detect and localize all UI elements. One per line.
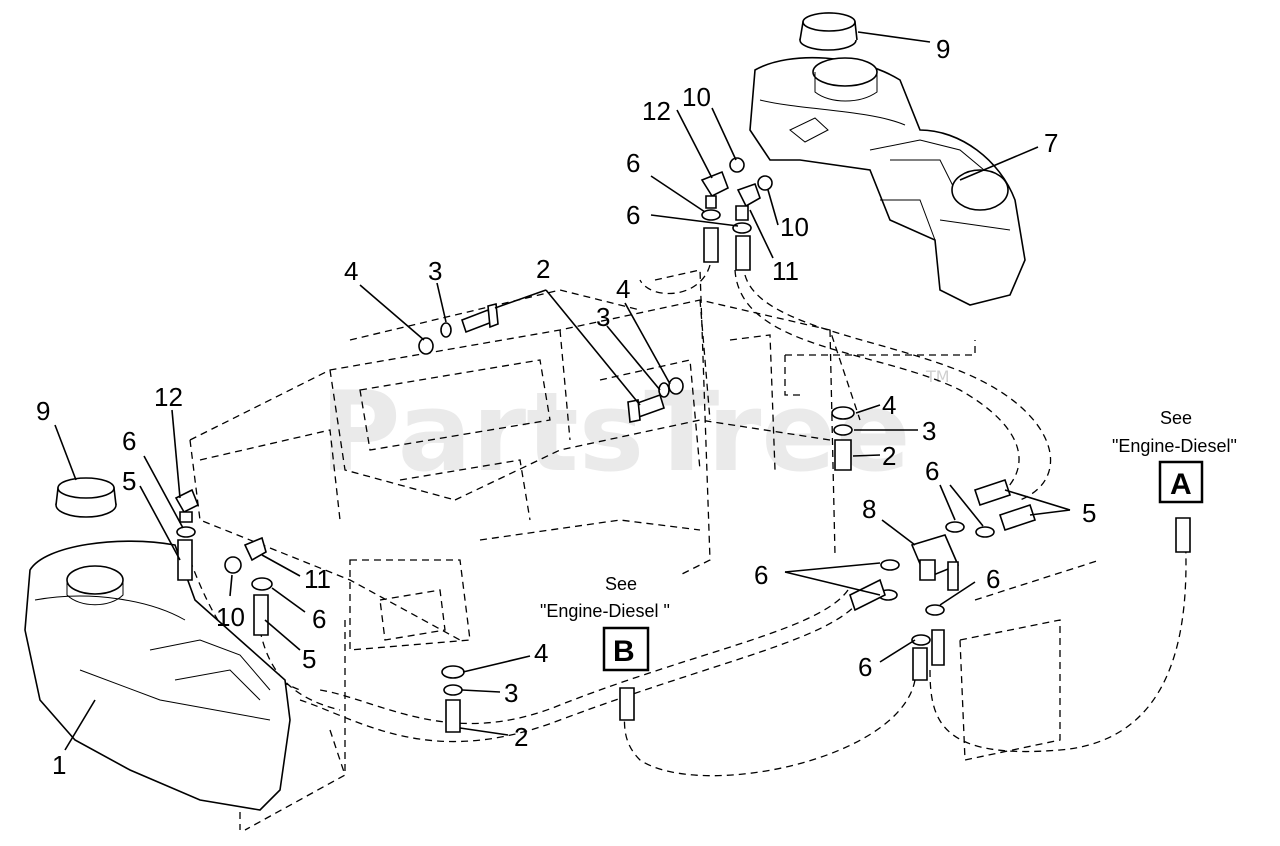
callout-2-lower-bolt: 2 — [514, 722, 528, 752]
callout-6-right-upper-clamp: 6 — [626, 148, 640, 178]
fittings-left-tank — [174, 488, 273, 636]
fuel-tank-left — [24, 540, 291, 811]
callout-10-left-washer: 10 — [216, 602, 245, 632]
callout-12-right-elbow: 12 — [642, 96, 671, 126]
callout-4-upper-washer: 4 — [344, 256, 358, 286]
fuel-cap-left — [55, 477, 117, 518]
callout-9-right-cap: 9 — [936, 34, 950, 64]
engine-connection-a — [1175, 517, 1191, 553]
reference-a-see: See — [1160, 408, 1192, 428]
reference-b-letter: B — [613, 635, 635, 668]
reference-a: See "Engine-Diesel" A — [1112, 408, 1237, 504]
callout-6-left-lower-clamp: 6 — [312, 604, 326, 634]
callout-3-lower-washer: 3 — [504, 678, 518, 708]
reference-b-see: See — [605, 574, 637, 594]
callout-8-tee-fitting: 8 — [862, 494, 876, 524]
fuel-cap-right — [799, 12, 858, 51]
tee-fitting-assembly — [849, 478, 1037, 681]
reference-b-target: "Engine-Diesel " — [540, 601, 670, 621]
callout-4-lower-washer: 4 — [534, 638, 548, 668]
callout-6-tee-left-clamps: 6 — [754, 560, 768, 590]
fuel-lines — [189, 264, 1187, 777]
callout-3-upper-washer: 3 — [428, 256, 442, 286]
callout-10-right-lower-washer: 10 — [780, 212, 809, 242]
callout-9-left-cap: 9 — [36, 396, 50, 426]
callout-5-left-upper-hose: 5 — [122, 466, 136, 496]
leader-lines — [54, 31, 1071, 751]
callout-6-left-upper-clamp: 6 — [122, 426, 136, 456]
callout-2-upper-bolt: 2 — [536, 254, 550, 284]
callout-3-middle-washer: 3 — [596, 302, 610, 332]
chassis-frame — [189, 269, 1101, 831]
callout-5-left-lower-hose: 5 — [302, 644, 316, 674]
callout-12-left-elbow: 12 — [154, 382, 183, 412]
callout-6-tee-upper-clamp: 6 — [925, 456, 939, 486]
callout-5-tee-hoses: 5 — [1082, 498, 1096, 528]
callout-11-right-elbow: 11 — [772, 256, 799, 286]
reference-a-box — [1158, 460, 1204, 504]
callout-6-tee-lower-clamp: 6 — [858, 652, 872, 682]
hardware-stack-lower — [441, 665, 465, 733]
callout-10-right-upper-washer: 10 — [682, 82, 711, 112]
watermark-trademark: TM — [925, 367, 950, 386]
callout-6-tee-right-clamp: 6 — [986, 564, 1000, 594]
reference-a-target: "Engine-Diesel" — [1112, 436, 1237, 456]
reference-b: See "Engine-Diesel " B — [540, 574, 670, 672]
callout-6-right-lower-clamp: 6 — [626, 200, 640, 230]
callout-3-right-washer: 3 — [922, 416, 936, 446]
hardware-stack-upper — [418, 302, 499, 355]
reference-b-box — [602, 626, 650, 672]
fittings-right-tank — [700, 157, 773, 271]
watermark: PartsTree — [320, 368, 911, 496]
hardware-stack-right — [831, 406, 855, 471]
fuel-tank-right — [749, 56, 1026, 306]
callout-4-right-washer: 4 — [882, 390, 896, 420]
callout-labels: 9 7 12 10 6 6 10 11 2 3 4 4 3 4 3 2 6 5 … — [36, 34, 1096, 780]
hardware-stack-middle — [627, 377, 684, 423]
reference-a-letter: A — [1170, 468, 1192, 501]
callout-4-middle-washer: 4 — [616, 274, 630, 304]
callout-7-right-tank: 7 — [1044, 128, 1058, 158]
callout-1-left-tank: 1 — [52, 750, 66, 780]
engine-connection-b — [619, 687, 635, 721]
callout-2-right-bolt: 2 — [882, 441, 896, 471]
callout-11-left-elbow: 11 — [304, 564, 331, 594]
